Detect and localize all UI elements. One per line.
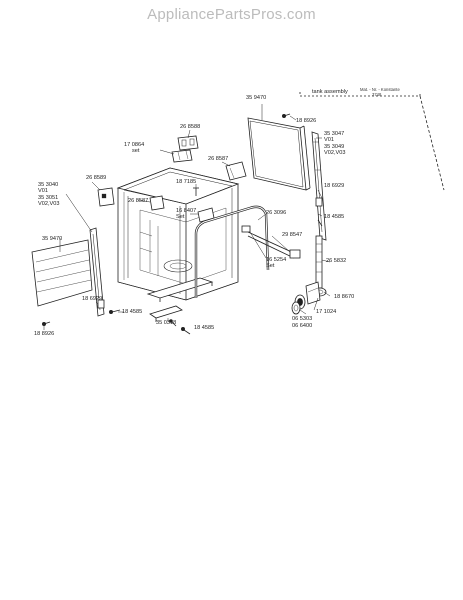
- callout-18-6929-right: 18 6929: [324, 183, 345, 189]
- sump: [163, 259, 193, 273]
- fitting-17-1024: [305, 281, 321, 305]
- callout-26-8587-mid: 26 8587: [128, 198, 149, 204]
- callout-line: 16 8407: [176, 208, 197, 214]
- callout-line: 35 3049: [324, 143, 345, 150]
- callout-18-4585-bottom: 18 4585: [194, 325, 215, 331]
- callout-line: 35 3047: [324, 131, 345, 137]
- assembly-border-right: [419, 95, 445, 191]
- leader-lines: [43, 104, 331, 330]
- material-number-label: Mat. - Nr. - Konstante 3748: [360, 87, 400, 97]
- callout-17-1024: 17 1024: [316, 309, 337, 315]
- callout-29-8547: 29 8547: [282, 232, 303, 238]
- screw-18-4585-right: [317, 219, 323, 227]
- outer-door-panel: [31, 239, 93, 307]
- callout-18-6929-left: 18 6929: [82, 296, 103, 302]
- callout-line: V01: [38, 188, 48, 195]
- block-26-8587-top: [225, 161, 247, 181]
- callout-line: 16 5254: [266, 257, 287, 263]
- callout-line: 35 3040: [38, 182, 59, 188]
- callout-06-6400: 06 6400: [292, 323, 313, 329]
- block-26-8587-mid: [149, 195, 165, 211]
- callout-18-4585-right: 18 4585: [324, 214, 345, 220]
- left-side-strip: [89, 227, 105, 317]
- callout-26-8587-top: 26 8587: [208, 156, 229, 162]
- callout-18-8926-top: 18 8926: [296, 118, 317, 124]
- callout-line: V01: [324, 137, 334, 144]
- callout-06-5303: 06 5303: [292, 316, 313, 322]
- material-number-value: 3748: [372, 92, 382, 97]
- riser-pipe-26-5832: [315, 235, 323, 289]
- tank-body: [116, 167, 240, 301]
- part-16-5254: [241, 225, 251, 233]
- section-title: tank assembly: [312, 89, 348, 95]
- callout-35-3047: 35 3047 V01 35 3049 V02,V03: [324, 131, 345, 157]
- callout-18-4585-left: 18 4585: [122, 309, 143, 315]
- bracket-18-6929-right: [315, 197, 323, 207]
- callout-line: Set: [266, 263, 275, 270]
- callout-35-3040: 35 3040 V01 35 3051 V02,V03: [38, 182, 59, 208]
- callout-35-0318: 35 0318: [156, 320, 177, 326]
- callout-26-8588: 26 8588: [180, 124, 201, 130]
- callout-16-8407: 16 8407 Set: [176, 208, 196, 221]
- callout-35-9470-left: 35 9470: [42, 236, 63, 242]
- inner-door-panel: [247, 117, 311, 191]
- screw-18-4585-left: [109, 309, 121, 314]
- material-number-caption: Mat. - Nr. - Konstante: [360, 87, 400, 92]
- callout-16-5254: 16 5254 Set: [266, 257, 286, 270]
- screw-35-0318: [169, 319, 177, 327]
- screw-18-8926-top: [281, 113, 291, 119]
- callout-18-8926-bottom: 18 8926: [34, 331, 55, 337]
- callout-line: Set: [176, 214, 185, 221]
- callout-18-7185: 18 7185: [176, 179, 197, 185]
- hinge-block-26-8588: [177, 135, 199, 151]
- callout-line: V02,V03: [324, 150, 346, 157]
- callout-26-3096: 26 3096: [266, 210, 287, 216]
- callout-line: 17 0864: [124, 142, 145, 148]
- callout-line: 35 3051: [38, 194, 59, 201]
- hinge-set-17-0864: [171, 149, 193, 163]
- callout-line: set: [132, 148, 140, 155]
- header-bracket: [299, 92, 421, 97]
- callout-26-8589: 26 8589: [86, 175, 107, 181]
- callout-26-5832: 26 5832: [326, 258, 347, 264]
- screw-18-8926-bottom: [42, 321, 51, 326]
- callout-18-8670: 18 8670: [334, 294, 355, 300]
- watermark: AppliancePartsPros.com: [147, 6, 316, 23]
- bracket-35-0318: [149, 305, 183, 322]
- washer-06-6400: [291, 301, 301, 315]
- callout-17-0864: 17 0864 set: [124, 142, 144, 155]
- block-26-8589: [97, 187, 115, 207]
- screw-18-4585-bottom: [180, 326, 191, 335]
- callout-35-9470-right: 35 9470: [246, 95, 267, 101]
- callout-line: V02,V03: [38, 201, 60, 208]
